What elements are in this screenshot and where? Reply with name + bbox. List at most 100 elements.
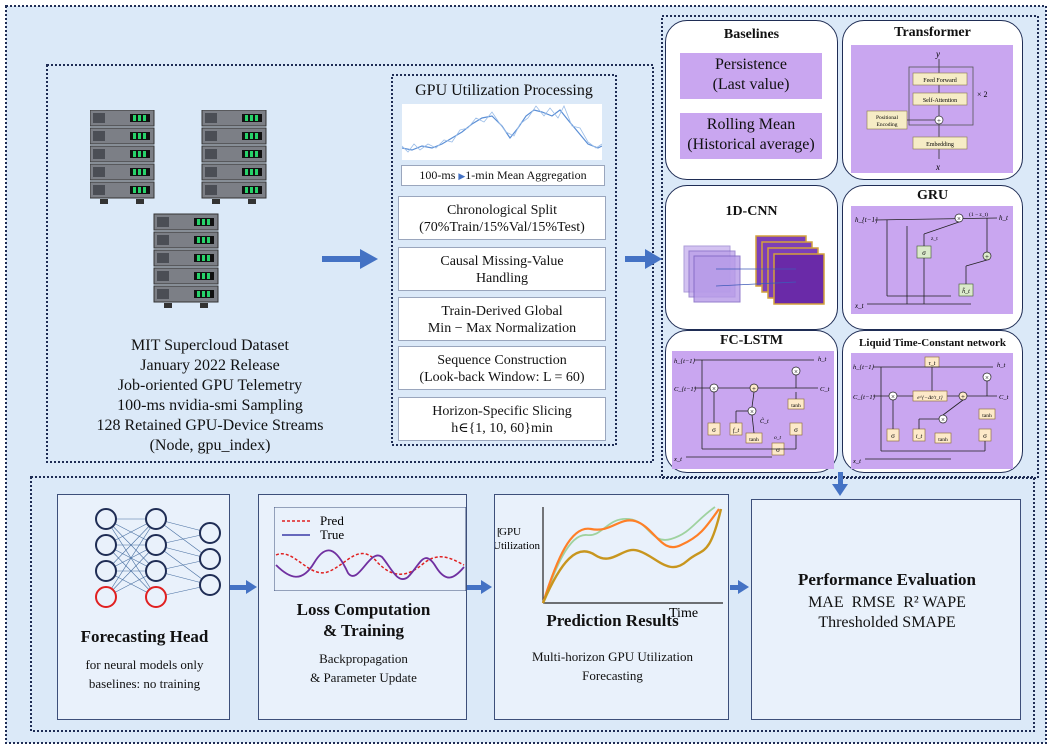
dataset-line: January 2022 Release	[140, 357, 280, 374]
svg-text:+: +	[961, 393, 965, 401]
dataset-line: MIT Supercloud Dataset	[131, 337, 289, 354]
prediction-plot: GPU Utilization [ Time	[495, 506, 723, 619]
lstm-h-t: h_t	[818, 356, 827, 363]
ltc-x-t: x_t	[852, 458, 861, 465]
loss-title-line: Loss Computation	[296, 600, 431, 619]
svg-text:×: ×	[891, 393, 895, 401]
lstm-tanh-1: tanh	[749, 437, 759, 443]
svg-text:[: [	[497, 526, 501, 538]
gru-title: GRU	[916, 188, 949, 203]
gru-x-t: x_t	[854, 302, 865, 310]
results-sub-line: Multi-horizon GPU Utilization	[531, 649, 694, 664]
ltc-title: Liquid Time-Constant network	[859, 337, 1006, 349]
aggregation-from: 100-ms	[419, 168, 456, 182]
lstm-diagram: h_{t−1} h_t C_{t−1} C_t x_t × + × × σ f_…	[672, 351, 834, 469]
dataset-description: MIT Supercloud Dataset January 2022 Rele…	[60, 336, 360, 456]
step-line: Handling	[475, 271, 529, 286]
svg-text:×: ×	[985, 374, 989, 382]
lstm-panel: FC-LSTM h_{t−1} h_t C_{t−1} C_t x_t × + …	[665, 330, 838, 473]
performance-evaluation-box: Performance Evaluation MAE RMSE R² WAPE …	[751, 499, 1021, 720]
utilization-signal-plot	[402, 104, 602, 160]
aggregation-step: 100-ms ▶1-min Mean Aggregation	[401, 165, 605, 186]
step-chronological-split: Chronological Split (70%Train/15%Val/15%T…	[398, 196, 606, 240]
forecasting-head-subtitle: for neural models only baselines: no tra…	[58, 655, 231, 693]
ltc-tau: τ_t	[929, 361, 936, 367]
lstm-sigma-2: σ	[794, 426, 798, 434]
head-sub-line: baselines: no training	[88, 676, 201, 691]
persistence-label: Persistence	[715, 56, 787, 73]
rolling-label: Rolling Mean	[706, 116, 796, 133]
embedding-label: Embedding	[926, 142, 954, 148]
results-subtitle: Multi-horizon GPU Utilization Forecastin…	[495, 647, 730, 685]
step-line: Chronological Split	[446, 203, 558, 218]
aggregation-to: 1-min Mean Aggregation	[465, 168, 587, 182]
ylabel-line-1: GPU	[499, 526, 521, 538]
transformer-x: x	[935, 162, 940, 172]
transformer-y: y	[935, 49, 940, 59]
server-rack-icons	[90, 110, 267, 309]
ltc-panel: Liquid Time-Constant network h_{t−1} h_t…	[842, 330, 1023, 473]
step-sequence-construction: Sequence Construction (Look-back Window: …	[398, 346, 606, 390]
lstm-c-tilde: C̃_t	[760, 418, 769, 425]
neural-network-icon	[95, 508, 221, 608]
baselines-title: Baselines	[723, 27, 780, 42]
svg-text:+: +	[752, 385, 756, 393]
legend-pred: Pred	[320, 513, 344, 528]
ltc-h-prev: h_{t−1}	[853, 364, 875, 371]
gru-h-t: h_t	[999, 214, 1009, 222]
svg-text:×: ×	[750, 408, 754, 416]
step-line: Train-Derived Global	[441, 304, 563, 319]
prediction-results-box: GPU Utilization [ Time Prediction Result…	[494, 494, 729, 720]
ltc-c-prev: C_{t−1}	[853, 394, 876, 401]
repeat-label: × 2	[977, 90, 988, 99]
svg-text:+: +	[985, 253, 989, 261]
ltc-tanh-2: tanh	[982, 413, 992, 419]
svg-text:×: ×	[712, 385, 716, 393]
step-line: Sequence Construction	[437, 353, 567, 368]
ltc-i: i_t	[916, 434, 923, 440]
gru-panel: GRU h_{t−1} h_t x_t × (1 − z_t) z_t σ + …	[842, 185, 1023, 330]
persistence-box: Persistence (Last value)	[680, 53, 822, 99]
step-line: (70%Train/15%Val/15%Test)	[419, 220, 585, 235]
lstm-sigma-1: σ	[712, 426, 716, 434]
lstm-sigma-3: σ	[776, 446, 780, 454]
arrow-right-icon: ▶	[458, 171, 466, 181]
lstm-h-prev: h_{t−1}	[674, 358, 696, 365]
transformer-diagram: y x Feed Forward Self-Attention × 2 + Po…	[851, 45, 1013, 173]
baselines-panel: Baselines Persistence (Last value) Rollin…	[665, 20, 838, 180]
gru-h-prev: h_{t−1}	[855, 216, 878, 224]
legend-true: True	[320, 527, 344, 542]
ltc-diagram: h_{t−1} h_t C_{t−1} C_t x_t τ_t × e^{−Δt…	[851, 353, 1013, 469]
ltc-sigma-1: σ	[891, 432, 895, 440]
processing-title: GPU Utilization Processing	[415, 82, 593, 99]
evaluation-metrics: MAE RMSE R² WAPE	[808, 594, 966, 611]
self-attention-label: Self-Attention	[923, 97, 957, 104]
ltc-c-t: C_t	[999, 394, 1009, 401]
step-line: (Look-back Window: L = 60)	[419, 370, 585, 385]
lstm-title: FC-LSTM	[720, 333, 783, 348]
svg-text:×: ×	[794, 368, 798, 376]
rolling-mean-box: Rolling Mean (Historical average)	[680, 113, 822, 159]
loss-subtitle: Backpropagation & Parameter Update	[259, 649, 468, 687]
lstm-x-t: x_t	[673, 456, 682, 463]
results-title: Prediction Results	[546, 611, 679, 630]
loss-title: Loss Computation & Training	[259, 599, 468, 641]
step-line: Min − Max Normalization	[427, 321, 577, 336]
rolling-sub: (Historical average)	[687, 136, 815, 153]
persistence-sub: (Last value)	[712, 76, 790, 93]
evaluation-title: Performance Evaluation	[798, 570, 976, 589]
forecasting-head-title: Forecasting Head	[80, 627, 209, 646]
ylabel-line-2: Utilization	[495, 540, 541, 552]
dataset-line: 128 Retained GPU-Device Streams	[96, 417, 324, 434]
cnn-feature-maps	[683, 235, 825, 305]
transformer-title: Transformer	[894, 25, 971, 40]
gru-h-tilde: h̃_t	[962, 288, 970, 295]
gru-sigma: σ	[922, 249, 926, 257]
lstm-tanh-2: tanh	[791, 403, 801, 409]
gru-diagram: h_{t−1} h_t x_t × (1 − z_t) z_t σ + h̃_t	[851, 206, 1013, 314]
gru-z: z_t	[931, 236, 938, 242]
svg-text:×: ×	[957, 215, 961, 223]
